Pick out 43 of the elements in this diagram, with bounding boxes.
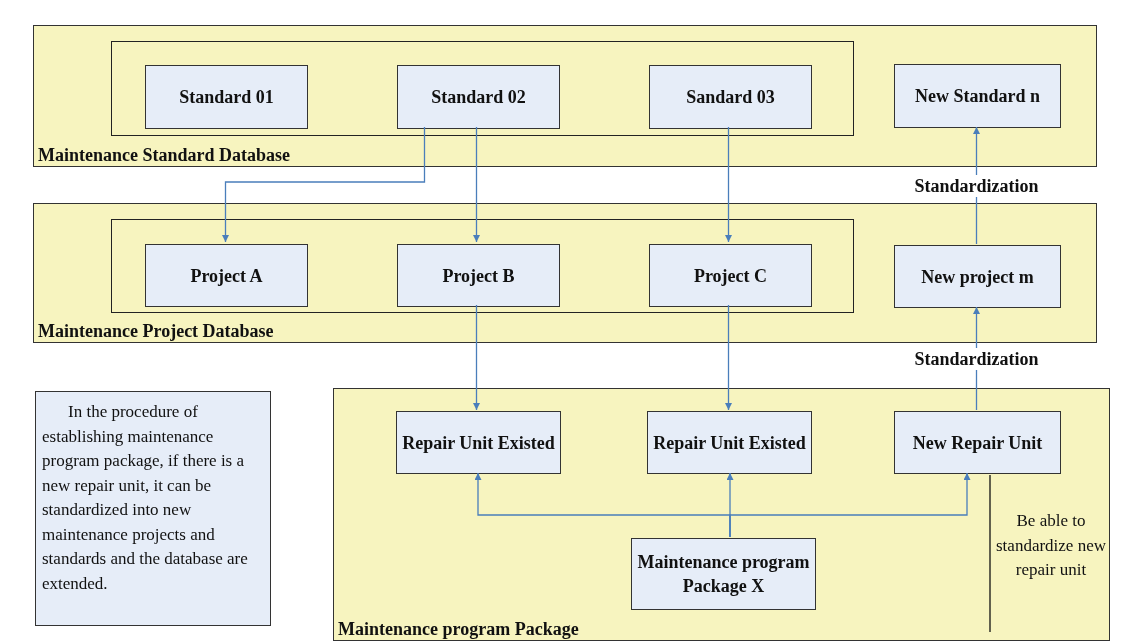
box-label: Repair Unit Existed [653,431,806,455]
panel-title: Maintenance Project Database [38,320,274,342]
arrow [473,304,480,411]
process-box [397,244,560,307]
box-label: Standard 01 [179,86,274,109]
panel-title: Maintenance program Package [338,618,579,640]
group-frame [111,219,854,313]
process-box [145,65,308,129]
database-panel [33,203,1097,343]
note-text: In the procedure of establishing maintenance program package, if there is a new repair unit, it can be standardized into new maintenance projects and standards and the database are extended. [42,401,249,595]
process-box [649,244,812,307]
process-box [894,64,1061,128]
arrow [473,126,480,243]
process-box [647,411,812,474]
process-box [631,538,816,610]
edge-label: Standardization [912,347,1041,370]
arrow [729,472,971,538]
box-label: New Standard n [915,85,1040,108]
arrow [222,126,426,243]
box-label: Repair Unit Existed [402,431,555,455]
process-box [397,65,560,129]
process-box [649,65,812,129]
box-label: Standard 02 [431,86,526,109]
process-box [396,411,561,474]
process-box [894,411,1061,474]
box-label: Project C [693,264,768,288]
database-panel [333,388,1110,641]
box-label: New Repair Unit [912,431,1043,455]
process-box [894,245,1061,308]
note-box [35,391,271,626]
arrow [725,304,732,411]
box-label: Project A [190,264,263,288]
side-note: Be able to standardize new repair unit [995,510,1107,581]
box-label: Sandard 03 [686,86,775,109]
arrow [725,126,732,243]
group-frame [111,41,854,136]
edge-label: Standardization [912,174,1041,197]
process-box [145,244,308,307]
database-panel [33,25,1097,167]
box-label: New project m [921,265,1034,289]
panel-title: Maintenance Standard Database [38,144,290,166]
box-label: Maintenance program Package X [636,551,811,598]
box-label: Project B [442,264,515,288]
